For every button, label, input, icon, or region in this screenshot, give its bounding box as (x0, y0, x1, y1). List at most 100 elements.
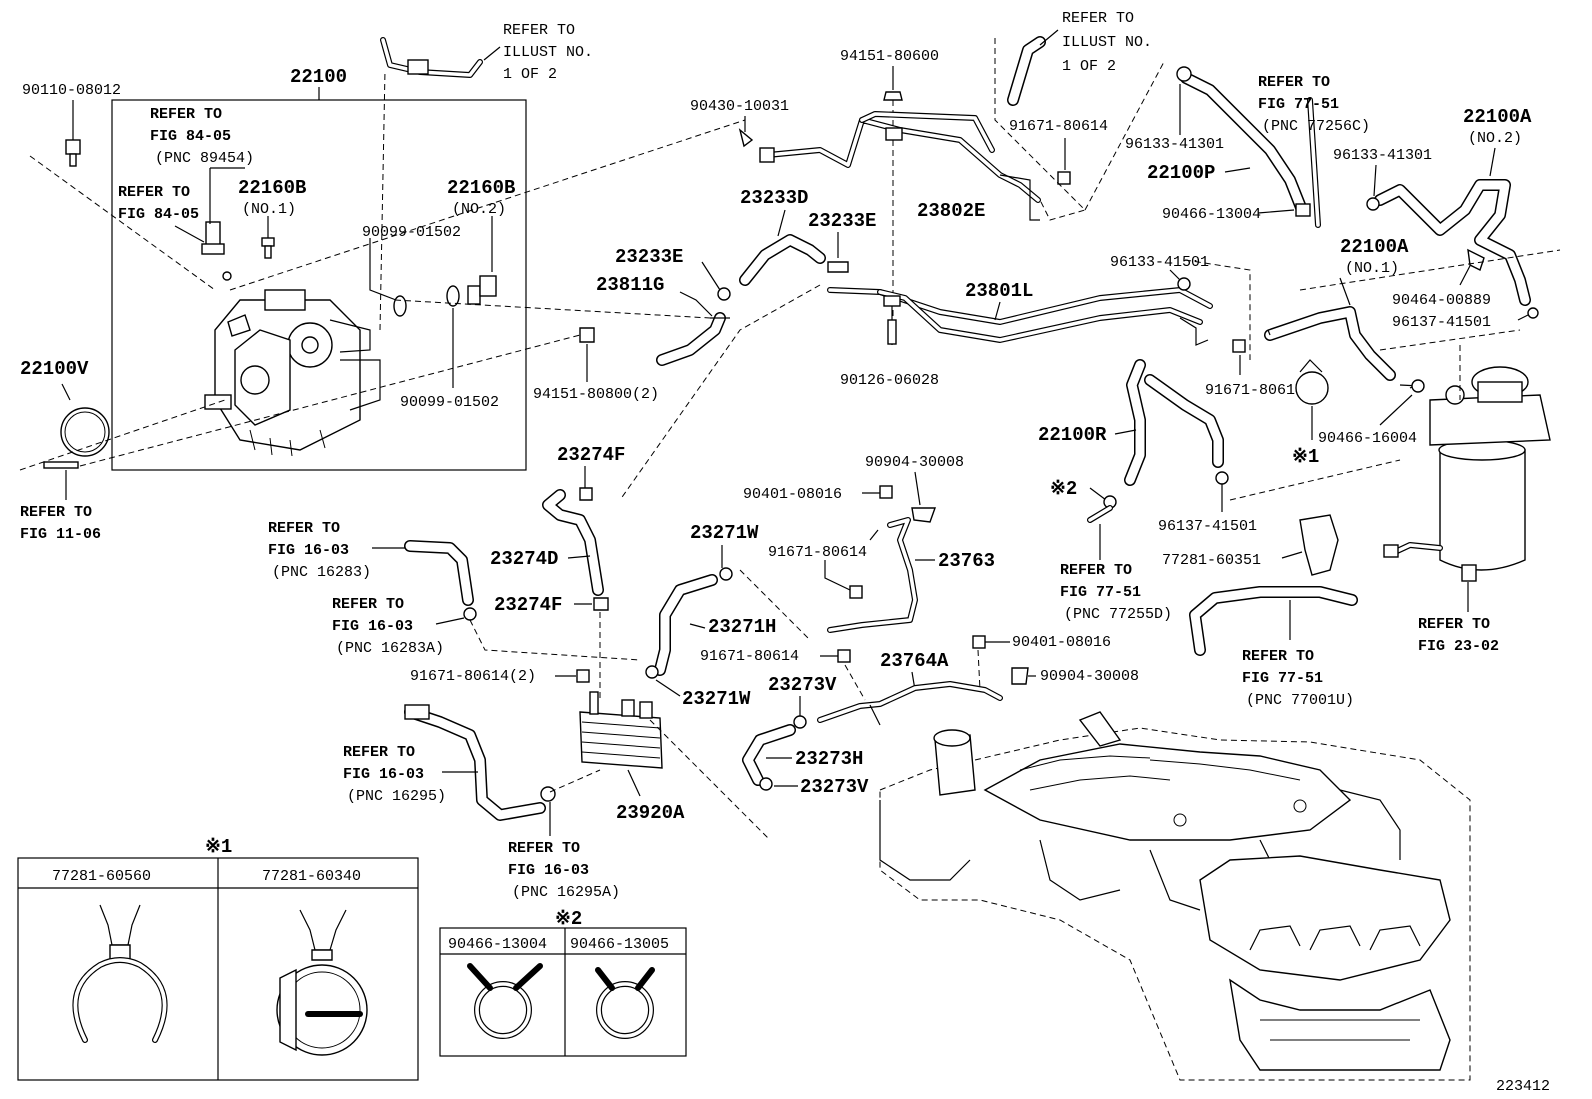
label-23801l: 23801L (965, 280, 1033, 302)
label-mark2: ※2 (1050, 478, 1077, 500)
label-23233d: 23233D (740, 187, 808, 209)
o-ring-22100v (60, 407, 110, 457)
refer-fig-23-02-fig[interactable]: FIG 23-02 (1418, 638, 1499, 655)
refer-fig-16-03-c-pnc: (PNC 16295) (347, 788, 446, 805)
inset-mark1-clamps: ※1 77281-60560 77281-60340 (17, 836, 419, 1081)
inset1-col1-part: 77281-60560 (52, 868, 151, 885)
label-90904-top: 90904-30008 (865, 454, 964, 471)
label-22160b-no1: 22160B (238, 177, 306, 199)
label-23764a: 23764A (880, 650, 949, 672)
clamp-90904-top (911, 507, 936, 523)
refer-fig-77-51-u-fig[interactable]: FIG 77-51 (1242, 670, 1323, 687)
label-22100a-no2: 22100A (1463, 106, 1532, 128)
refer-fig-77-51-d-fig[interactable]: FIG 77-51 (1060, 584, 1141, 601)
refer-illust-a[interactable]: REFER TO (503, 22, 575, 39)
label-90401-bottom: 90401-08016 (1012, 634, 1111, 651)
inset2-col2-part: 90466-13005 (570, 936, 669, 953)
label-90464: 90464-00889 (1392, 292, 1491, 309)
clamp-mark1 (1295, 371, 1329, 405)
clamp-77281-60560-drawing (99, 904, 141, 946)
refer-illust-a-no[interactable]: ILLUST NO. (503, 44, 593, 61)
label-23271h: 23271H (708, 616, 776, 638)
label-22100a-no2-sub: (NO.2) (1468, 130, 1522, 147)
refer-fig-77-51-c-fig[interactable]: FIG 77-51 (1258, 96, 1339, 113)
label-23271w-top: 23271W (690, 522, 759, 544)
stud-bolt (43, 461, 79, 469)
label-22100: 22100 (290, 66, 347, 88)
bolt-90401-top (879, 485, 893, 499)
label-91671-2: 91671-80614(2) (410, 668, 536, 685)
label-22100p: 22100P (1147, 162, 1215, 184)
label-23811g: 23811G (596, 274, 664, 296)
refer-fig-11-06[interactable]: REFER TO (20, 504, 92, 521)
label-23274d: 23274D (490, 548, 558, 570)
label-22100r: 22100R (1038, 424, 1107, 446)
label-mark1: ※1 (1292, 446, 1319, 468)
clip-77281-60351 (1299, 514, 1339, 576)
refer-fig-77-51-d[interactable]: REFER TO (1060, 562, 1132, 579)
refer-illust-b[interactable]: REFER TO (1062, 10, 1134, 27)
inset1-col2-part: 77281-60340 (262, 868, 361, 885)
gasket-90099-b (446, 285, 460, 307)
figure-id: 223412 (1496, 1078, 1550, 1095)
refer-fig-16-03-a-pnc: (PNC 16283) (272, 564, 371, 581)
refer-fig-77-51-c[interactable]: REFER TO (1258, 74, 1330, 91)
refer-fig-84-05-a-fig[interactable]: FIG 84-05 (150, 128, 231, 145)
label-96137-right: 96137-41501 (1392, 314, 1491, 331)
refer-fig-11-06-fig[interactable]: FIG 11-06 (20, 526, 101, 543)
label-90466-13004-top: 90466-13004 (1162, 206, 1261, 223)
inset1-mark: ※1 (205, 836, 232, 858)
bolt-91671-lower (837, 649, 851, 663)
refer-fig-84-05-b-fig[interactable]: FIG 84-05 (118, 206, 199, 223)
refer-illust-b-no[interactable]: ILLUST NO. (1062, 34, 1152, 51)
refer-fig-16-03-d[interactable]: REFER TO (508, 840, 580, 857)
label-90099-bottom: 90099-01502 (400, 394, 499, 411)
plug-no1 (261, 237, 275, 259)
label-23233e-left: 23233E (615, 246, 683, 268)
refer-fig-16-03-c-fig[interactable]: FIG 16-03 (343, 766, 424, 783)
inset2-frame (439, 927, 687, 1057)
refer-fig-16-03-b[interactable]: REFER TO (332, 596, 404, 613)
oil-cooler-23920a (579, 691, 663, 769)
label-94151-80800: 94151-80800(2) (533, 386, 659, 403)
inset-mark2-clips: ※2 90466-13004 90466-13005 (439, 908, 687, 1057)
refer-fig-77-51-u[interactable]: REFER TO (1242, 648, 1314, 665)
clamp-90904-bottom (1011, 667, 1029, 685)
refer-fig-16-03-d-fig[interactable]: FIG 16-03 (508, 862, 589, 879)
label-23273v-top: 23273V (768, 674, 837, 696)
label-22160b-no2: 22160B (447, 177, 515, 199)
label-91671-mid: 91671-80614 (1205, 382, 1304, 399)
clamp-90430 (738, 128, 754, 148)
plug-no2 (467, 275, 497, 305)
clip-23233e-right (827, 261, 849, 273)
label-96133-top: 96133-41301 (1125, 136, 1224, 153)
bolt-90401-bottom (972, 635, 986, 649)
gasket-90099-a (393, 295, 407, 317)
refer-fig-16-03-a-fig[interactable]: FIG 16-03 (268, 542, 349, 559)
label-96133-right: 96133-41301 (1333, 147, 1432, 164)
clamp-77281-60340-drawing (299, 909, 347, 951)
label-23274f-top: 23274F (557, 444, 625, 466)
fuel-pump-drawing (204, 289, 381, 457)
refer-fig-16-03-b-fig[interactable]: FIG 16-03 (332, 618, 413, 635)
refer-fig-84-05-b[interactable]: REFER TO (118, 184, 190, 201)
refer-fig-16-03-d-pnc: (PNC 16295A) (512, 884, 620, 901)
refer-fig-16-03-a[interactable]: REFER TO (268, 520, 340, 537)
label-96133-41501: 96133-41501 (1110, 254, 1209, 271)
label-22160b-no1-sub: (NO.1) (242, 201, 296, 218)
label-90126: 90126-06028 (840, 372, 939, 389)
clip-23233e-left (717, 287, 731, 301)
refer-illust-a-page: 1 OF 2 (503, 66, 557, 83)
refer-fig-23-02[interactable]: REFER TO (1418, 616, 1490, 633)
bolt-91671-top (1057, 171, 1071, 185)
bolt-91671-mid (1232, 339, 1246, 353)
label-22100a-no1: 22100A (1340, 236, 1409, 258)
clip-96133-top (1176, 66, 1192, 82)
label-22100a-no1-sub: (NO.1) (1345, 260, 1399, 277)
inset2-mark: ※2 (555, 908, 582, 930)
label-23273h: 23273H (795, 748, 863, 770)
refer-fig-84-05-a[interactable]: REFER TO (150, 106, 222, 123)
refer-fig-16-03-c[interactable]: REFER TO (343, 744, 415, 761)
